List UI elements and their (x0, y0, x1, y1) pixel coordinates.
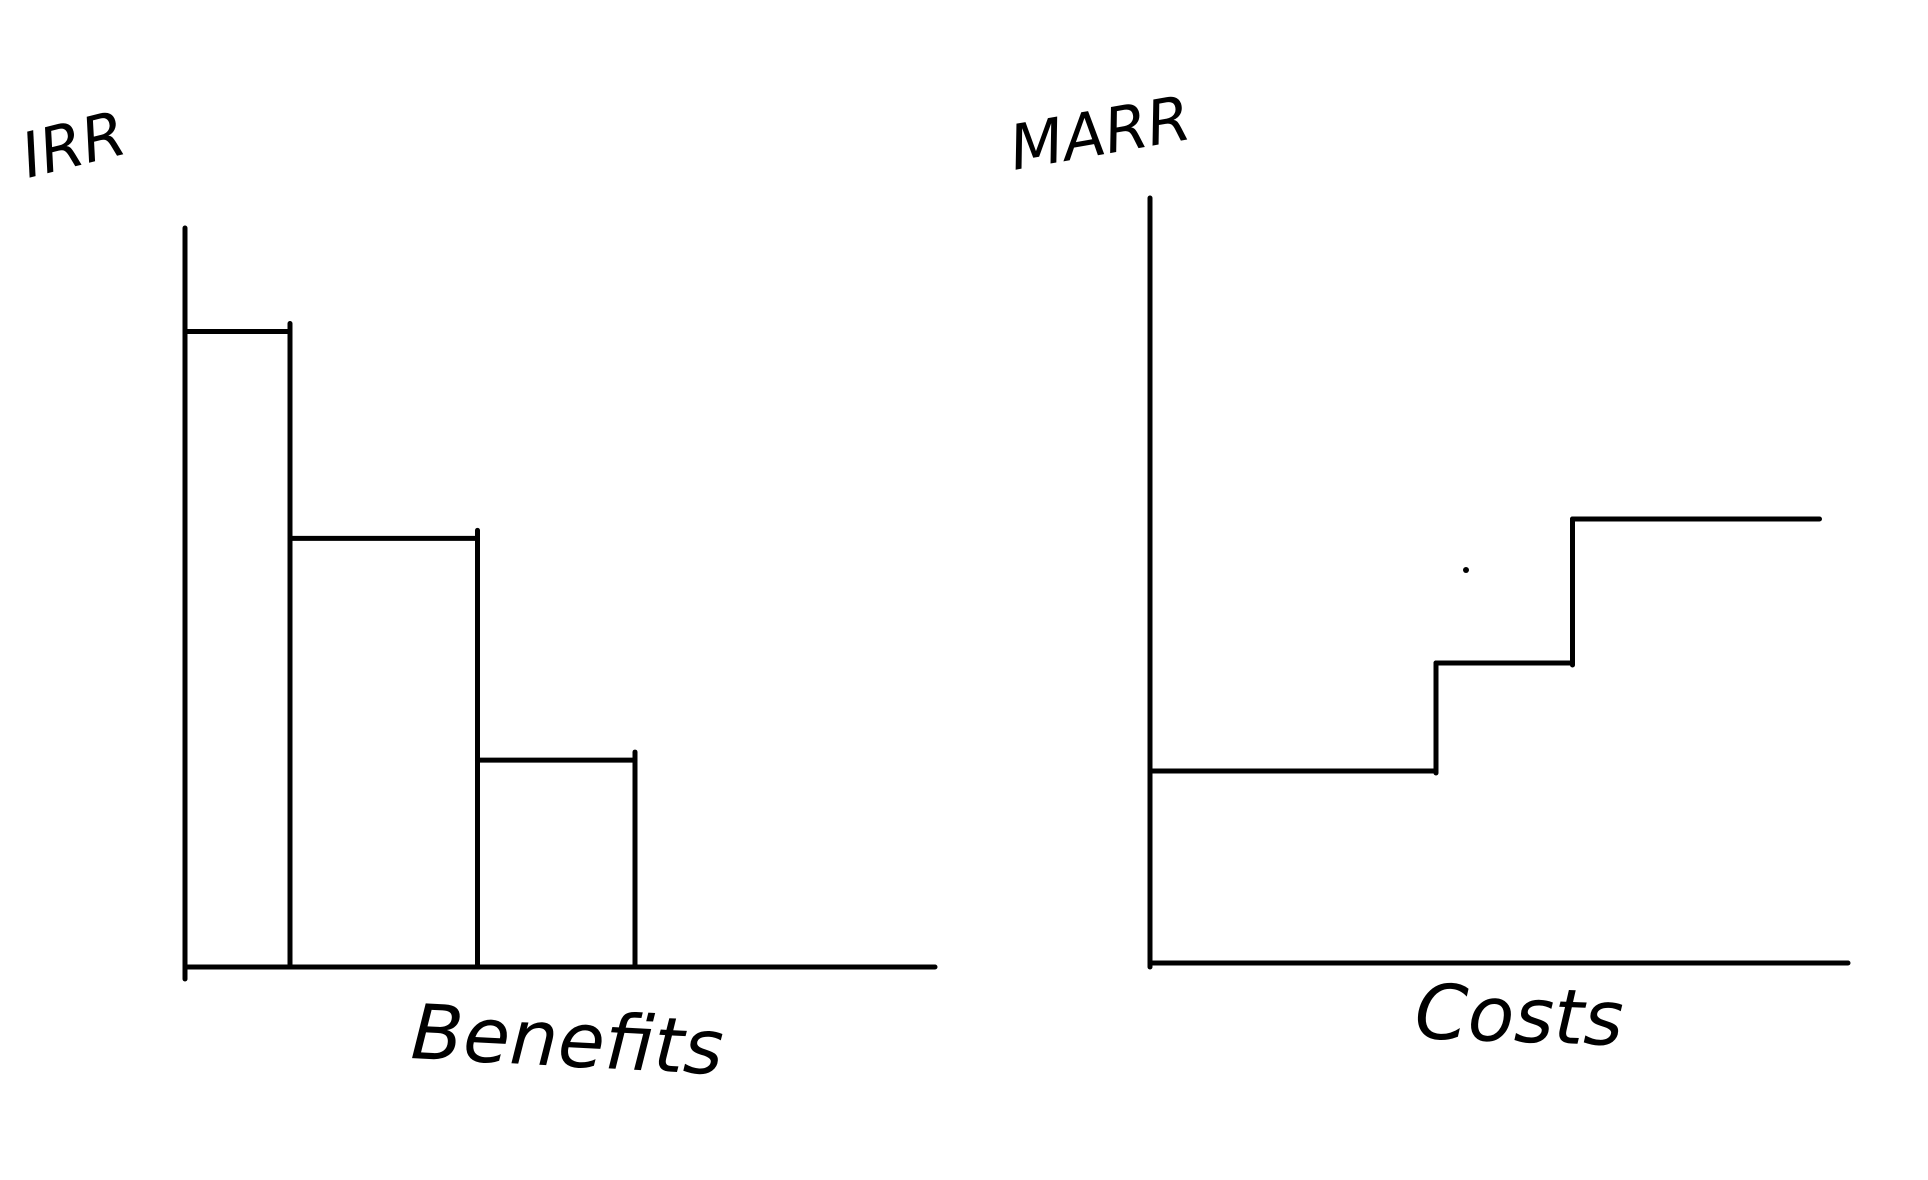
marr-costs-chart: MARR Costs (1004, 81, 1851, 1063)
x-axis-label-costs: Costs (1413, 967, 1625, 1063)
x-axis-label-benefits: Benefits (409, 987, 726, 1092)
marr-steps (1147, 516, 1822, 776)
irr-bars (182, 320, 638, 970)
y-axis-label-irr: IRR (14, 96, 133, 192)
step-3 (1570, 516, 1822, 668)
y-axis-label-marr: MARR (1004, 81, 1196, 185)
bar-2 (287, 527, 480, 970)
stray-ink-dot (1463, 567, 1469, 573)
irr-chart-axes (182, 225, 938, 982)
marr-chart-axes (1147, 195, 1851, 970)
irr-benefits-chart: IRR Benefits (14, 96, 938, 1092)
bar-3 (475, 749, 638, 970)
bar-1 (182, 320, 293, 970)
step-2 (1433, 660, 1575, 776)
